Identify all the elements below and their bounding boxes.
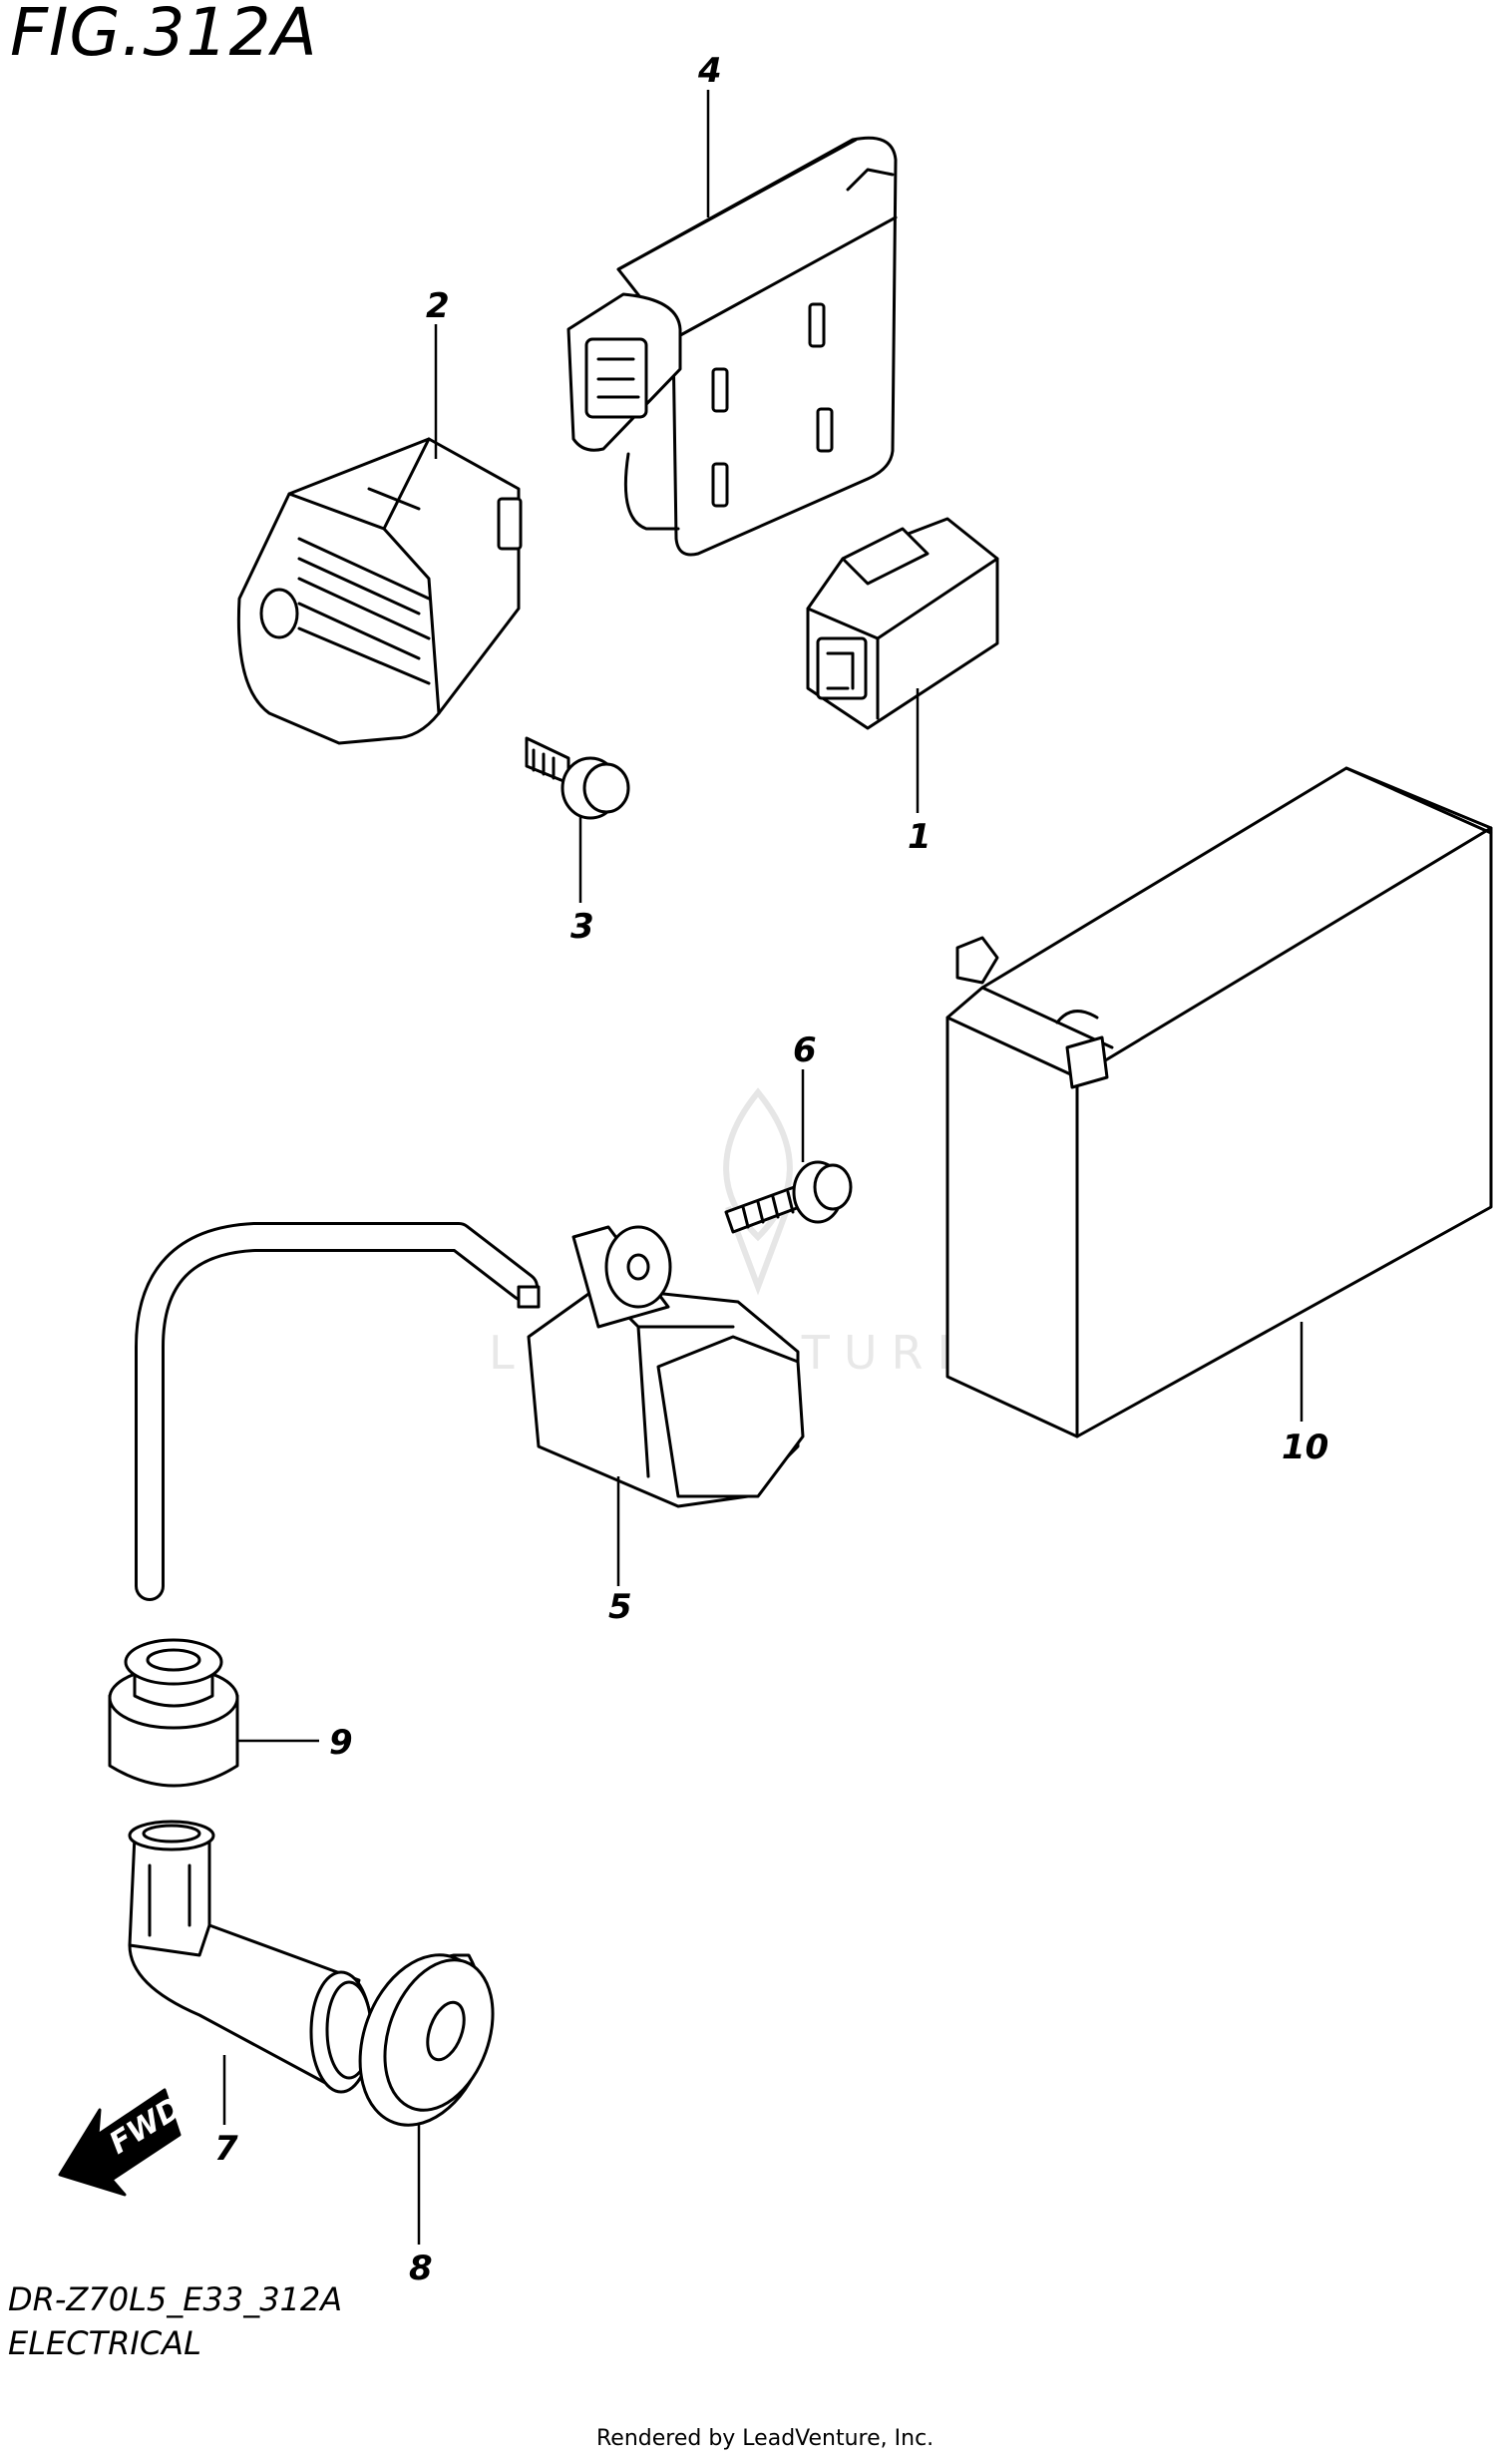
part-6-bolt[interactable] — [724, 1160, 853, 1234]
leader-lines — [222, 90, 1304, 2245]
callout-10: 10 — [1282, 1428, 1328, 1467]
callout-9: 9 — [329, 1723, 353, 1763]
figure-title: FIG.312A — [10, 0, 318, 71]
part-1-connector[interactable] — [806, 517, 999, 730]
callout-5: 5 — [608, 1587, 632, 1627]
part-8-ring[interactable] — [338, 1937, 513, 2143]
rendered-by-credit: Rendered by LeadVenture, Inc. — [596, 2426, 935, 2451]
callout-8: 8 — [409, 2249, 433, 2288]
part-4-cdi-unit[interactable] — [566, 136, 898, 557]
callout-7: 7 — [214, 2129, 238, 2169]
part-2-regulator[interactable] — [236, 437, 523, 745]
part-3-bolt[interactable] — [525, 736, 630, 820]
callouts: 4 2 3 1 6 5 10 9 7 8 — [214, 51, 1328, 2288]
part-10-battery[interactable] — [945, 766, 1493, 1438]
callout-6: 6 — [793, 1030, 817, 1070]
callout-2: 2 — [426, 286, 450, 326]
callout-3: 3 — [570, 907, 594, 947]
model-code: DR-Z70L5_E33_312A — [8, 2280, 343, 2318]
callout-1: 1 — [908, 817, 932, 857]
callout-4: 4 — [697, 51, 722, 91]
part-7-elbow[interactable] — [128, 1820, 373, 2094]
section-name: ELECTRICAL — [8, 2324, 201, 2362]
fwd-arrow-icon: FWD — [58, 2088, 188, 2197]
part-9-grommet[interactable] — [108, 1638, 239, 1788]
part-5-assembly[interactable] — [135, 1222, 805, 1601]
